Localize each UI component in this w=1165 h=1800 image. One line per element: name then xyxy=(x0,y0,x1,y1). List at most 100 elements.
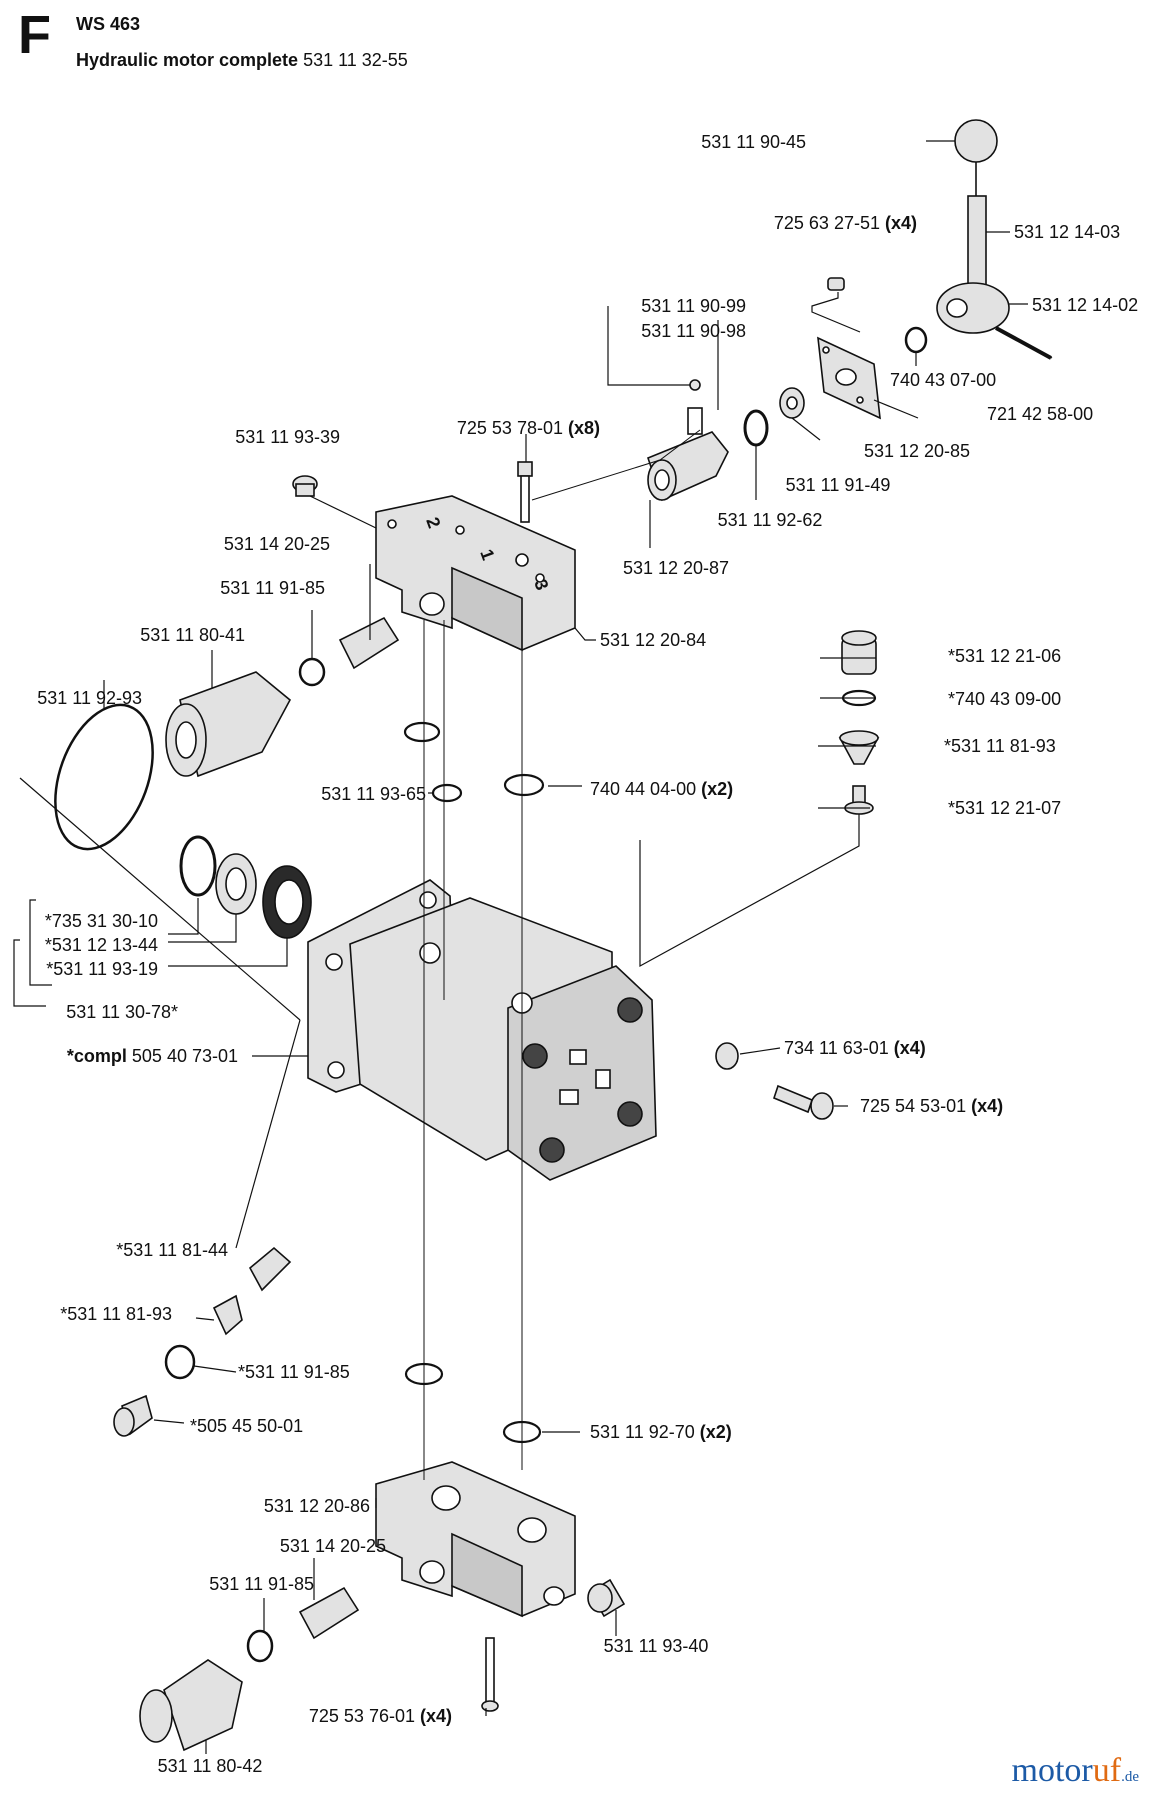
part-number: *505 45 50-01 xyxy=(190,1416,303,1436)
part-number: *531 11 91-85 xyxy=(238,1362,350,1382)
spring-lower xyxy=(248,1246,292,1292)
part-number: *531 12 21-06 xyxy=(948,646,1061,666)
seal-ring-lower xyxy=(246,1629,274,1663)
callout-c26: *735 31 30-10 xyxy=(45,911,158,931)
part-number: 725 53 76-01 xyxy=(309,1706,415,1726)
part-number: 531 12 14-03 xyxy=(1014,222,1120,242)
part-number: 531 11 90-99 xyxy=(641,296,746,316)
callout-c30: *compl 505 40 73-01 xyxy=(67,1046,238,1066)
part-number: 725 63 27-51 xyxy=(774,213,880,233)
bolt-shank xyxy=(520,475,530,523)
quantity: (x2) xyxy=(695,1422,732,1442)
circlip xyxy=(179,835,217,897)
quantity: (x4) xyxy=(880,213,917,233)
cone-lower xyxy=(212,1294,243,1336)
bolt-head xyxy=(517,461,533,477)
part-number: 531 11 92-70 xyxy=(590,1422,695,1442)
lever-shaft xyxy=(967,195,987,289)
quantity: (x4) xyxy=(415,1706,452,1726)
part-number: 734 11 63-01 xyxy=(784,1038,889,1058)
o-ring-upper-2 xyxy=(431,783,463,803)
part-number: 531 11 80-42 xyxy=(158,1756,263,1776)
callout-c32: 725 54 53-01 (x4) xyxy=(860,1096,1003,1116)
part-number: 725 54 53-01 xyxy=(860,1096,966,1116)
part-number: 740 44 04-00 xyxy=(590,779,696,799)
bolt-right xyxy=(773,1084,813,1114)
pin xyxy=(995,326,1052,360)
o-ring xyxy=(904,326,928,354)
part-number: 531 11 30-78* xyxy=(66,1002,178,1022)
callout-prefix: *compl xyxy=(67,1046,132,1066)
callout-c22: *531 11 81-93 xyxy=(944,736,1056,756)
motor-endplate xyxy=(507,965,657,1181)
part-number: 531 11 93-39 xyxy=(235,427,340,447)
part-number: 721 42 58-00 xyxy=(987,404,1093,424)
o-ring-upper-1 xyxy=(403,721,441,743)
callout-c09: 531 11 93-39 xyxy=(235,427,340,447)
part-number: 531 11 91-85 xyxy=(220,578,325,598)
callout-c24: 740 44 04-00 (x2) xyxy=(590,779,733,799)
lever-hub-hole xyxy=(946,298,968,318)
small-screw xyxy=(827,277,845,291)
callout-c25: *531 12 21-07 xyxy=(948,798,1061,818)
motoruf-logo: motoruf.de xyxy=(1011,1752,1139,1789)
callout-labels: 531 11 90-45 531 12 14-03 725 63 27-51 (x4… xyxy=(37,132,1138,1776)
part-number: *531 11 81-93 xyxy=(60,1304,172,1324)
callout-c40: 531 11 91-85 xyxy=(209,1574,314,1594)
snap-ring xyxy=(743,409,769,447)
part-number: 505 40 73-01 xyxy=(132,1046,238,1066)
part-number: 531 12 20-84 xyxy=(600,630,706,650)
callout-c19: 531 11 92-93 xyxy=(37,688,142,708)
callout-c27: *531 12 13-44 xyxy=(45,935,158,955)
callout-c28: *531 11 93-19 xyxy=(46,959,158,979)
title-text: Hydraulic motor complete xyxy=(76,50,299,70)
coupling-lower xyxy=(163,1659,243,1752)
part-number: *531 12 13-44 xyxy=(45,935,158,955)
quantity: (x2) xyxy=(696,779,733,799)
part-number: 531 11 90-98 xyxy=(641,321,746,341)
part-number: 531 12 14-02 xyxy=(1032,295,1138,315)
callout-c21: *740 43 09-00 xyxy=(948,689,1061,709)
callout-c29: 531 11 30-78* xyxy=(66,1002,178,1022)
quantity: (x8) xyxy=(563,418,600,438)
part-number: 531 11 80-41 xyxy=(140,625,245,645)
callout-c13: 531 14 20-25 xyxy=(224,534,330,554)
part-number: *531 11 81-44 xyxy=(116,1240,228,1260)
bolt-lower xyxy=(485,1637,495,1703)
callout-c39: 531 14 20-25 xyxy=(280,1536,386,1556)
callout-c37: 531 11 92-70 (x2) xyxy=(590,1422,732,1442)
callout-c31: 734 11 63-01 (x4) xyxy=(784,1038,926,1058)
callout-c01: 531 11 90-45 xyxy=(701,132,806,152)
part-number: 531 11 92-62 xyxy=(718,510,823,530)
part-number: 531 11 91-49 xyxy=(786,475,891,495)
callout-c04: 531 12 14-02 xyxy=(1032,295,1138,315)
callout-c05: 531 11 90-99 xyxy=(641,296,746,316)
callout-c03: 725 63 27-51 (x4) xyxy=(774,213,917,233)
callout-c43: 531 11 80-42 xyxy=(158,1756,263,1776)
callout-c33: *531 11 81-44 xyxy=(116,1240,228,1260)
callout-c41: 531 11 93-40 xyxy=(604,1636,709,1656)
part-number: *531 11 81-93 xyxy=(944,736,1056,756)
quantity: (x4) xyxy=(889,1038,926,1058)
large-o-ring xyxy=(54,703,154,851)
callout-c34: *531 11 81-93 xyxy=(60,1304,172,1324)
spring-upper xyxy=(338,616,400,670)
callout-c08: 721 42 58-00 xyxy=(987,404,1093,424)
title-number: 531 11 32-55 xyxy=(303,50,408,70)
callout-c35: *531 11 91-85 xyxy=(238,1362,350,1382)
callout-c38: 531 12 20-86 xyxy=(264,1496,370,1516)
seal-lower xyxy=(164,1344,196,1380)
parts-drawing xyxy=(54,119,1052,1752)
part-number: 531 11 91-85 xyxy=(209,1574,314,1594)
part-number: *531 11 93-19 xyxy=(46,959,158,979)
leader-lines xyxy=(13,140,1053,1754)
part-number: *531 12 21-07 xyxy=(948,798,1061,818)
spring-lower-2 xyxy=(298,1586,360,1640)
washer-right xyxy=(715,1042,739,1070)
part-number: *740 43 09-00 xyxy=(948,689,1061,709)
callout-c36: *505 45 50-01 xyxy=(190,1416,303,1436)
part-number: 740 43 07-00 xyxy=(890,370,996,390)
callout-c16: 531 11 91-85 xyxy=(220,578,325,598)
callout-c06: 531 11 90-98 xyxy=(641,321,746,341)
